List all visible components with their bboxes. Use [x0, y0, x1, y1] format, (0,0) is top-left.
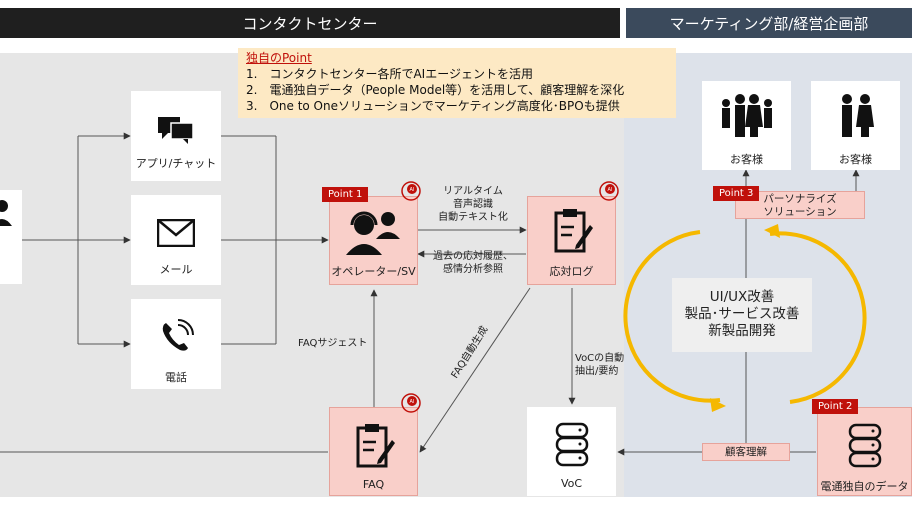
voc-node: VoC [527, 407, 616, 496]
points-title: 独自のPoint [246, 51, 312, 65]
ai-icon: AI [401, 181, 421, 201]
point2-badge: Point 2 [812, 399, 859, 414]
couple-icon [841, 94, 874, 137]
channel-mail: メール [131, 195, 221, 285]
dentsu-data-node: 電通独自のデータ [817, 407, 912, 496]
faq-suggest-note: FAQサジェスト [298, 338, 368, 349]
customer-family-node: お客様 [702, 81, 791, 170]
personalize-line1: パーソナライズ [763, 193, 837, 205]
contact-center-panel [0, 53, 624, 497]
voc-label: VoC [560, 477, 583, 490]
family-icon [721, 94, 772, 137]
phone-icon [162, 319, 194, 351]
personalize-line2: ソリューション [763, 206, 837, 218]
marketing-header: マーケティング部/経営企画部 [626, 8, 912, 38]
cycle-item: UI/UX改善 [709, 289, 775, 305]
ai-icon: AI [599, 181, 619, 201]
customer-label: お客様 [730, 153, 763, 166]
customer-couple-node: お客様 [811, 81, 900, 170]
points-item: 1. コンタクトセンター各所でAIエージェントを活用 [246, 67, 533, 81]
channel-label: アプリ/チャット [135, 157, 217, 170]
response-log-node: 応対ログ [527, 196, 616, 285]
channel-phone: 電話 [131, 299, 221, 389]
operator-headset-icon [345, 211, 400, 255]
channel-label: メール [159, 263, 193, 276]
mail-icon [157, 219, 195, 247]
history-note: 過去の応対履歴、 感情分析参照 [426, 250, 520, 276]
customer-label: お客様 [839, 153, 872, 166]
response-log-label: 応対ログ [549, 265, 594, 278]
dentsu-data-label: 電通独自のデータ [820, 480, 909, 493]
realtime-note: リアルタイム 音声認識 自動テキスト化 [430, 185, 516, 224]
database-icon [848, 423, 881, 468]
channel-label: 電話 [165, 371, 187, 384]
note-line: リアルタイム [443, 186, 503, 197]
points-item: 2. 電通独自データ（People Model等）を活用して、顧客理解を深化 [246, 83, 625, 97]
note-line: 音声認識 [453, 199, 493, 210]
contact-center-header: コンタクトセンター [0, 8, 620, 38]
database-icon [555, 422, 588, 467]
cycle-item: 製品･サービス改善 [684, 306, 800, 322]
svg-text:AI: AI [608, 187, 613, 193]
note-line: 感情分析参照 [443, 264, 503, 275]
contact-center-title: コンタクトセンター [242, 14, 378, 33]
voc-auto-note: VoCの自動 抽出/要約 [575, 352, 635, 378]
channel-app-chat: アプリ/チャット [131, 91, 221, 181]
points-box: 独自のPoint 1. コンタクトセンター各所でAIエージェントを活用 2. 電… [238, 48, 676, 118]
faq-node: FAQ [329, 407, 418, 496]
point1-badge: Point 1 [322, 187, 369, 202]
faq-label: FAQ [362, 478, 385, 491]
note-line: 自動テキスト化 [438, 212, 508, 223]
ai-icon: AI [401, 393, 421, 413]
person-icon [0, 200, 12, 226]
note-line: 過去の応対履歴、 [433, 251, 513, 262]
improvement-cycle-box [672, 278, 812, 352]
cycle-item: 新製品開発 [708, 323, 776, 339]
note-line: 抽出/要約 [575, 366, 619, 377]
note-line: VoCの自動 [575, 353, 625, 364]
svg-text:AI: AI [410, 187, 415, 193]
clipboard-icon [554, 209, 593, 253]
marketing-title: マーケティング部/経営企画部 [669, 14, 869, 33]
operator-label: オペレーター/SV [331, 265, 416, 278]
clipboard-icon [356, 424, 395, 468]
point3-badge: Point 3 [713, 186, 760, 201]
customer-person-box [0, 190, 22, 284]
chat-icon [158, 117, 194, 144]
svg-text:AI: AI [410, 399, 415, 405]
points-item: 3. One to Oneソリューションでマーケティング高度化･BPOも提供 [246, 99, 620, 113]
operator-node: オペレーター/SV [329, 196, 418, 285]
improvement-cycle-text: UI/UX改善 製品･サービス改善 新製品開発 [672, 289, 812, 340]
customer-understanding-label: 顧客理解 [702, 443, 790, 461]
